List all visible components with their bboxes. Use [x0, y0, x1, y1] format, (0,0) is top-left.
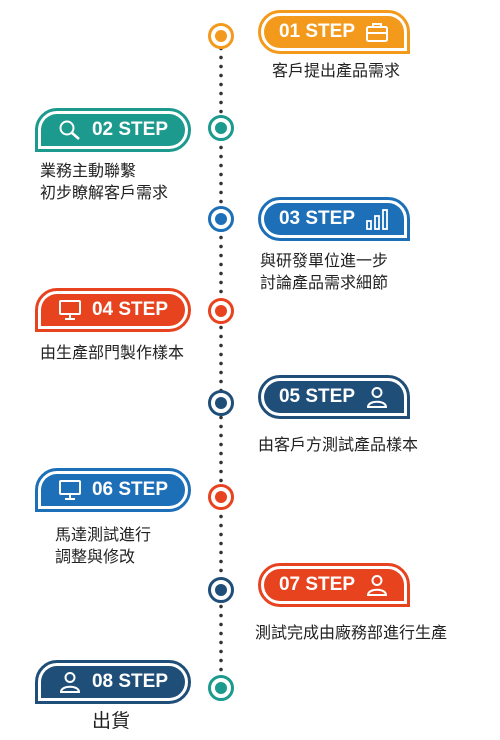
step-07-desc-line-1: 測試完成由廠務部進行生產: [255, 623, 448, 642]
step-03-label: 03 STEP: [278, 208, 356, 229]
step-02-description: 業務主動聯繫 初步瞭解客戶需求: [40, 160, 168, 204]
step-05-badge: 05 STEP: [258, 375, 410, 419]
step-03-desc-line-1: 與研發單位進一步: [260, 251, 389, 270]
step-06-desc-line-1: 馬達測試進行: [55, 525, 152, 544]
bar-chart-icon: [366, 209, 388, 230]
step-06-label: 06 STEP: [91, 479, 169, 500]
timeline-node-7: [208, 577, 234, 603]
step-01-badge: 01 STEP: [258, 10, 410, 54]
step-05-desc-line-1: 由客戶方測試產品樣本: [258, 435, 419, 454]
step-03-badge: 03 STEP: [258, 197, 410, 241]
step-08-desc-line-1: 出貨: [92, 710, 131, 732]
step-06-desc-line-2: 調整與修改: [55, 547, 136, 566]
step-02-desc-line-1: 業務主動聯繫: [40, 161, 137, 180]
person-icon: [367, 387, 388, 408]
step-02-badge: 02 STEP: [35, 108, 191, 152]
timeline-node-2: [208, 115, 234, 141]
step-08-badge-fill: 08 STEP: [41, 666, 185, 698]
person-icon: [59, 672, 80, 693]
step-07-description: 測試完成由廠務部進行生產: [255, 622, 447, 644]
search-icon: [59, 120, 80, 140]
step-08-badge: 08 STEP: [35, 660, 191, 704]
step-06-badge: 06 STEP: [35, 468, 191, 512]
step-02-desc-line-2: 初步瞭解客戶需求: [40, 183, 169, 202]
person-icon: [367, 575, 388, 596]
timeline-node-8: [208, 675, 234, 701]
step-07-badge: 07 STEP: [258, 563, 410, 607]
step-01-description: 客戶提出產品需求: [272, 60, 400, 82]
step-07-label: 07 STEP: [278, 574, 356, 595]
step-01-label: 01 STEP: [278, 21, 356, 42]
timeline-node-6: [208, 484, 234, 510]
step-01-badge-fill: 01 STEP: [264, 16, 404, 48]
timeline-line: [219, 44, 223, 684]
step-04-desc-line-1: 由生產部門製作樣本: [40, 343, 185, 362]
monitor-icon: [58, 300, 81, 320]
step-03-desc-line-2: 討論產品需求細節: [260, 273, 389, 292]
step-05-description: 由客戶方測試產品樣本: [258, 434, 418, 456]
step-05-badge-fill: 05 STEP: [264, 381, 404, 413]
monitor-icon: [58, 480, 81, 500]
step-06-description: 馬達測試進行 調整與修改: [55, 524, 151, 568]
step-03-description: 與研發單位進一步 討論產品需求細節: [260, 250, 388, 294]
timeline-node-3: [208, 206, 234, 232]
timeline-node-4: [208, 298, 234, 324]
step-03-badge-fill: 03 STEP: [264, 203, 404, 235]
step-07-badge-fill: 07 STEP: [264, 569, 404, 601]
briefcase-icon: [366, 23, 389, 42]
step-04-badge: 04 STEP: [35, 288, 191, 332]
step-04-label: 04 STEP: [91, 299, 169, 320]
step-02-badge-fill: 02 STEP: [41, 114, 185, 146]
step-04-description: 由生產部門製作樣本: [40, 342, 184, 364]
step-02-label: 02 STEP: [91, 119, 169, 140]
step-04-badge-fill: 04 STEP: [41, 294, 185, 326]
step-01-desc-line-1: 客戶提出產品需求: [272, 61, 401, 80]
step-08-label: 08 STEP: [91, 671, 169, 692]
step-05-label: 05 STEP: [278, 386, 356, 407]
step-06-badge-fill: 06 STEP: [41, 474, 185, 506]
timeline-node-1: [208, 23, 234, 49]
step-08-description: 出貨: [92, 710, 130, 732]
timeline-node-5: [208, 390, 234, 416]
